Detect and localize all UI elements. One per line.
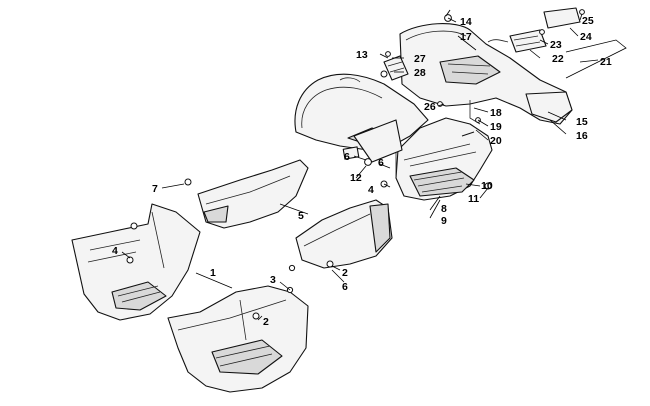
left-footwell xyxy=(71,203,201,321)
callout-1: 1 xyxy=(210,267,216,279)
callout-11: 11 xyxy=(468,193,479,205)
left-side-panel xyxy=(197,159,309,229)
callout-labels: 1 2 2 3 4 4 5 6 6 6 7 8 9 10 11 12 13 14… xyxy=(112,15,612,328)
callout-14: 14 xyxy=(460,16,472,28)
callout-6: 6 xyxy=(344,151,350,163)
leader-lines xyxy=(121,13,599,321)
callout-7: 7 xyxy=(152,183,158,195)
callout-8: 8 xyxy=(441,203,447,215)
right-footwell xyxy=(167,285,309,393)
callout-bracket-21 xyxy=(565,39,627,79)
rear-fender-panel xyxy=(399,23,573,125)
callout-12: 12 xyxy=(350,172,362,184)
callout-25: 25 xyxy=(582,15,594,27)
headlight-panel xyxy=(353,117,493,201)
callout-4: 4 xyxy=(368,184,374,196)
tail-light-assembly xyxy=(487,7,581,53)
callout-9: 9 xyxy=(441,215,447,227)
right-side-panel xyxy=(295,199,393,269)
callout-18: 18 xyxy=(490,107,502,119)
callout-26: 26 xyxy=(424,101,436,113)
callout-4: 4 xyxy=(112,245,118,257)
callout-19: 19 xyxy=(490,121,502,133)
callout-6: 6 xyxy=(378,157,384,169)
callout-10: 10 xyxy=(481,180,493,192)
callout-2: 2 xyxy=(342,267,348,279)
callout-28: 28 xyxy=(414,67,426,79)
callout-24: 24 xyxy=(580,31,592,43)
callout-15: 15 xyxy=(576,116,588,128)
callout-6: 6 xyxy=(342,281,348,293)
callout-16: 16 xyxy=(576,130,588,142)
callout-2: 2 xyxy=(263,316,269,328)
callout-13: 13 xyxy=(356,49,368,61)
callout-21: 21 xyxy=(600,56,612,68)
callout-3: 3 xyxy=(270,274,276,286)
callout-22: 22 xyxy=(552,53,564,65)
callout-17: 17 xyxy=(460,31,472,43)
callout-27: 27 xyxy=(414,53,426,65)
callout-23: 23 xyxy=(550,39,562,51)
callout-20: 20 xyxy=(490,135,502,147)
callout-5: 5 xyxy=(298,210,304,222)
